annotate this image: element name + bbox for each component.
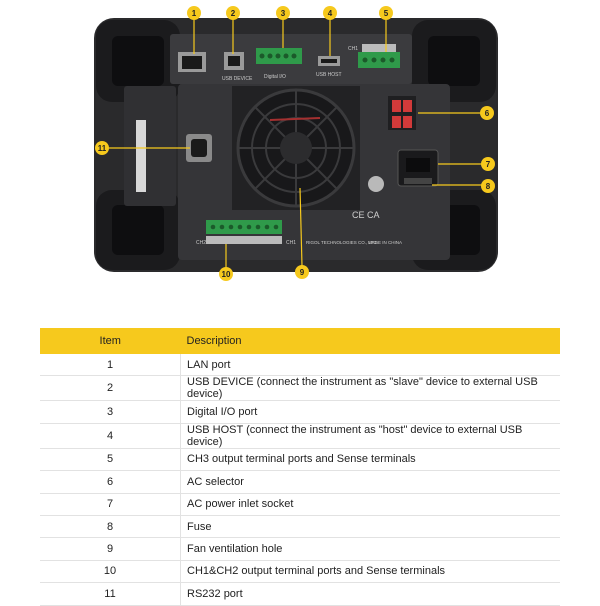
ac-selector <box>388 96 416 130</box>
callout-10: 10 <box>219 267 233 281</box>
callout-number: 3 <box>281 9 286 18</box>
row-item-number: 11 <box>40 582 181 606</box>
rs232-port <box>186 134 212 162</box>
row-item-number: 10 <box>40 560 181 584</box>
row-item-number: 4 <box>40 423 181 449</box>
callout-2: 2 <box>226 6 240 20</box>
row-description: Fuse <box>180 515 560 539</box>
left-plate <box>124 86 176 206</box>
fan <box>232 86 360 210</box>
row-description: USB DEVICE (connect the instrument as "s… <box>180 375 560 402</box>
callout-7: 7 <box>481 157 495 171</box>
row-description: AC selector <box>180 470 560 494</box>
callout-number: 5 <box>384 9 389 18</box>
callout-number: 9 <box>300 268 305 277</box>
row-description: LAN port <box>180 354 560 377</box>
callout-number: 10 <box>222 270 231 279</box>
made-in-label: MADE IN CHINA <box>368 240 402 245</box>
callout-8: 8 <box>481 179 495 193</box>
ch3-terminal <box>358 44 400 68</box>
callout-number: 4 <box>328 9 333 18</box>
digital-io-label: Digital I/O <box>264 74 286 80</box>
lan-port <box>178 52 206 72</box>
ch1-ch2-terminal <box>206 220 282 244</box>
header-description: Description <box>186 335 242 347</box>
row-item-number: 3 <box>40 400 181 424</box>
table-header-row: Item Description <box>40 328 560 354</box>
callout-number: 1 <box>192 9 197 18</box>
callout-number: 2 <box>231 9 236 18</box>
callout-5: 5 <box>379 6 393 20</box>
ground-terminal <box>368 176 384 192</box>
usb-device-port <box>224 52 244 70</box>
callout-markers: 1 2 3 4 5 6 7 8 9 10 11 <box>95 6 495 281</box>
company-label: RIGOL TECHNOLOGIES CO., LTD. <box>306 240 378 245</box>
callout-1: 1 <box>187 6 201 20</box>
ce-marks: CE CA <box>352 210 380 220</box>
callout-number: 6 <box>485 109 490 118</box>
row-item-number: 1 <box>40 354 181 377</box>
rear-panel-figure: USB DEVICE Digital I/O USB HOST CH1 <box>94 6 498 281</box>
callout-number: 11 <box>98 144 107 153</box>
callout-3: 3 <box>276 6 290 20</box>
row-description: AC power inlet socket <box>180 493 560 516</box>
callout-4: 4 <box>323 6 337 20</box>
callout-9: 9 <box>295 265 309 279</box>
row-item-number: 2 <box>40 375 181 402</box>
callout-number: 8 <box>486 182 491 191</box>
row-description: RS232 port <box>180 582 560 606</box>
usb-device-label: USB DEVICE <box>222 76 253 82</box>
row-description: Digital I/O port <box>180 400 560 424</box>
header-item: Item <box>99 335 121 347</box>
row-item-number: 5 <box>40 448 181 472</box>
usb-host-label: USB HOST <box>316 72 342 78</box>
row-item-number: 7 <box>40 493 181 516</box>
callout-6: 6 <box>480 106 494 120</box>
leader-lines <box>108 18 483 268</box>
row-description: USB HOST (connect the instrument as "hos… <box>180 423 560 449</box>
ch1-bottom-label: CH1 <box>286 240 296 246</box>
row-description: CH1&CH2 output terminal ports and Sense … <box>180 560 560 584</box>
row-item-number: 9 <box>40 537 181 561</box>
usb-host-port <box>318 56 340 66</box>
row-description: CH3 output terminal ports and Sense term… <box>180 448 560 472</box>
ch2-label: CH2 <box>196 240 206 246</box>
row-item-number: 8 <box>40 515 181 539</box>
digital-io-terminal <box>256 48 302 64</box>
callout-11: 11 <box>95 141 109 155</box>
ch1-top-label: CH1 <box>348 46 358 52</box>
row-description: Fan ventilation hole <box>180 537 560 561</box>
callout-number: 7 <box>486 160 491 169</box>
serial-sticker <box>136 120 146 192</box>
row-item-number: 6 <box>40 470 181 494</box>
ac-power-inlet <box>397 149 439 187</box>
